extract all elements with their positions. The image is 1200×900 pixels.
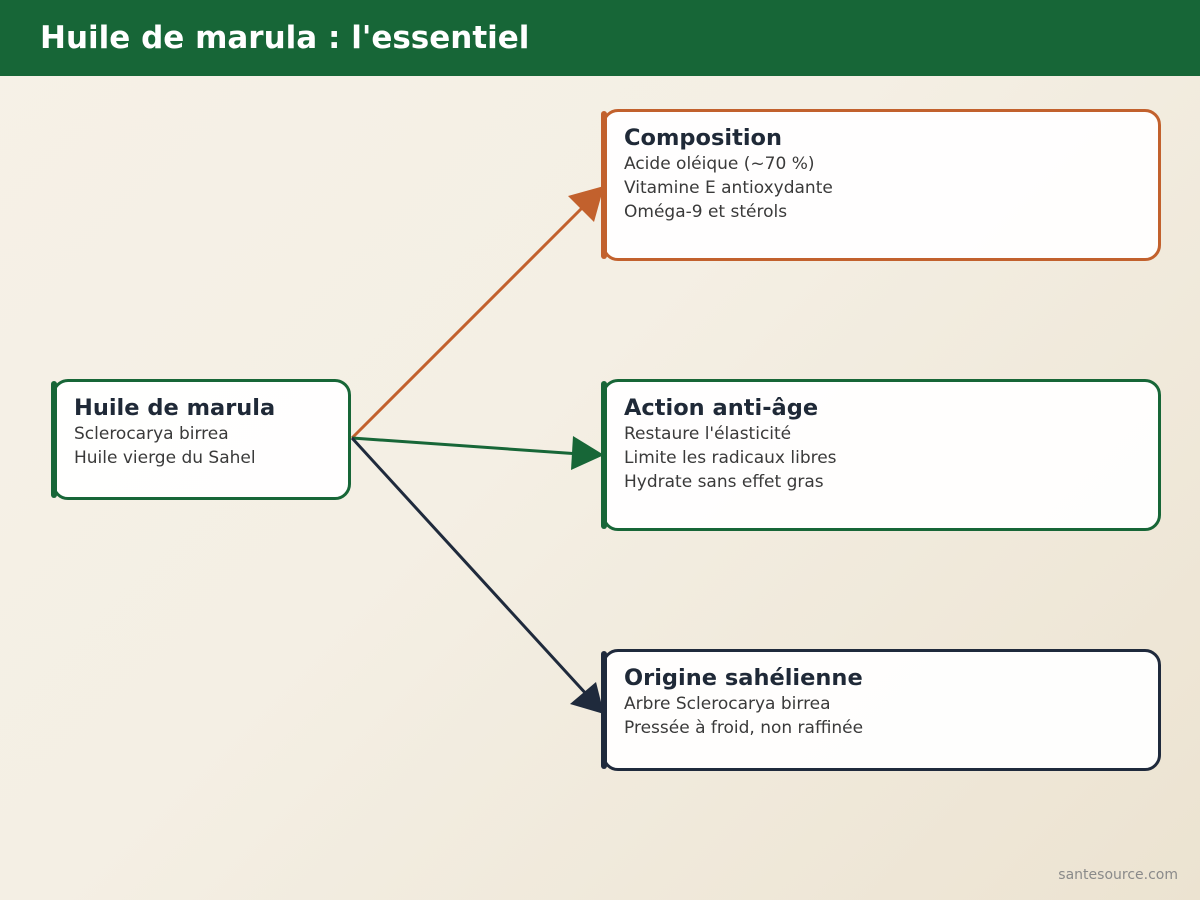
edge-action bbox=[351, 436, 604, 470]
node-line: Arbre Sclerocarya birrea bbox=[624, 694, 831, 714]
node-line: Limite les radicaux libres bbox=[624, 448, 837, 468]
node-line: Vitamine E antioxydante bbox=[624, 178, 833, 198]
node-huile-de-marula: Huile de marula Sclerocarya birrea Huile… bbox=[51, 379, 351, 500]
page-title: Huile de marula : l'essentiel bbox=[40, 20, 530, 56]
node-action-anti-age: Action anti-âge Restaure l'élasticité Li… bbox=[601, 379, 1161, 531]
node-line: Restaure l'élasticité bbox=[624, 424, 792, 444]
node-line: Sclerocarya birrea bbox=[74, 424, 229, 444]
page-header: Huile de marula : l'essentiel bbox=[0, 0, 1200, 76]
node-line: Hydrate sans effet gras bbox=[624, 472, 824, 492]
edge-composition bbox=[350, 186, 604, 440]
node-origine-sahelienne: Origine sahélienne Arbre Sclerocarya bir… bbox=[601, 649, 1161, 771]
node-line: Oméga-9 et stérols bbox=[624, 202, 788, 222]
node-line: Pressée à froid, non raffinée bbox=[624, 718, 864, 738]
node-title: Composition bbox=[624, 125, 783, 151]
node-title: Action anti-âge bbox=[624, 395, 819, 421]
node-line: Huile vierge du Sahel bbox=[74, 448, 256, 468]
node-composition: Composition Acide oléique (~70 %) Vitami… bbox=[601, 109, 1161, 261]
source-credit: santesource.com bbox=[1058, 867, 1178, 883]
node-line: Acide oléique (~70 %) bbox=[624, 154, 815, 174]
edge-origine bbox=[350, 436, 604, 714]
node-title: Huile de marula bbox=[74, 395, 276, 421]
node-title: Origine sahélienne bbox=[624, 665, 863, 691]
